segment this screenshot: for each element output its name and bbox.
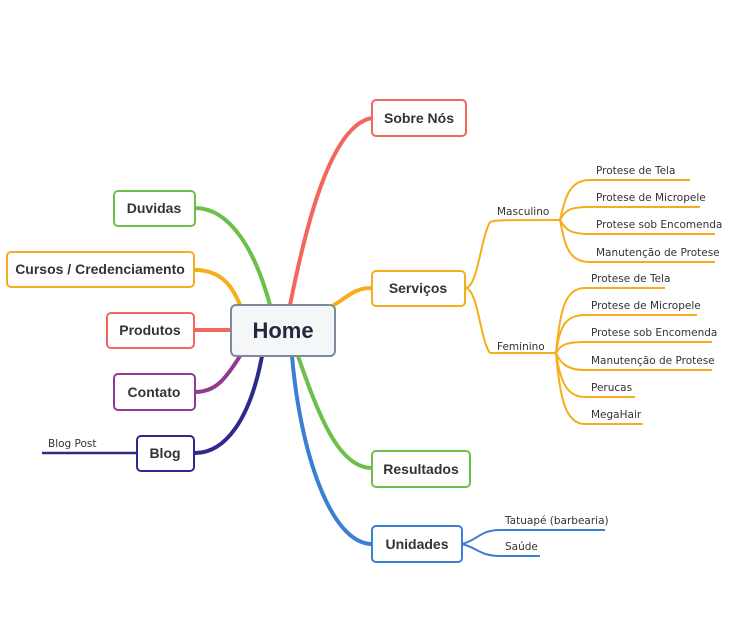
leaf-masc-4[interactable]: Manutenção de Protese bbox=[596, 247, 720, 259]
label-masculino[interactable]: Masculino bbox=[497, 206, 549, 218]
leaf-masc-1[interactable]: Protese de Tela bbox=[596, 165, 675, 177]
connector-masculino bbox=[489, 219, 561, 223]
connector-resultados bbox=[296, 354, 374, 470]
connector-unid-2 bbox=[461, 543, 540, 557]
node-blog-label: Blog bbox=[149, 445, 180, 461]
connector-servicos-hub bbox=[464, 221, 491, 289]
leaf-unid-1[interactable]: Tatuapé (barbearia) bbox=[504, 515, 609, 527]
leaf-fem-2[interactable]: Protese de Micropele bbox=[591, 300, 701, 312]
leaf-unid-2[interactable]: Saúde bbox=[505, 541, 538, 553]
root-node[interactable] bbox=[230, 304, 336, 357]
leaf-fem-5[interactable]: Perucas bbox=[591, 382, 632, 394]
connector-servicos bbox=[332, 286, 374, 307]
node-duvidas[interactable] bbox=[113, 190, 196, 227]
node-contato-label: Contato bbox=[128, 384, 181, 400]
connector-cursos bbox=[193, 268, 242, 307]
node-servicos-label: Serviços bbox=[389, 280, 448, 296]
connector-masc-3 bbox=[559, 219, 715, 235]
node-sobre-label: Sobre Nós bbox=[384, 110, 454, 126]
node-servicos[interactable] bbox=[371, 270, 466, 307]
node-cursos-label: Cursos / Credenciamento bbox=[15, 261, 185, 277]
leaf-fem-4[interactable]: Manutenção de Protese bbox=[591, 355, 715, 367]
leaf-fem-6[interactable]: MegaHair bbox=[591, 409, 642, 421]
node-unidades[interactable] bbox=[371, 525, 463, 563]
node-produtos-label: Produtos bbox=[119, 322, 181, 338]
node-unidades-label: Unidades bbox=[385, 536, 448, 552]
connector-masc-4 bbox=[559, 219, 715, 263]
connector-blog bbox=[193, 354, 264, 455]
node-produtos[interactable] bbox=[106, 312, 195, 349]
connector-duvidas bbox=[193, 206, 272, 307]
connector-unidades bbox=[290, 354, 374, 546]
node-sobre[interactable] bbox=[371, 99, 467, 137]
connector-masc-2 bbox=[559, 206, 700, 221]
connector-unid-1 bbox=[461, 529, 605, 545]
node-resultados[interactable] bbox=[371, 450, 471, 488]
connector-fem-3 bbox=[555, 341, 712, 354]
label-feminino[interactable]: Feminino bbox=[497, 341, 545, 353]
leaf-masc-2[interactable]: Protese de Micropele bbox=[596, 192, 706, 204]
leaf-blog-post[interactable]: Blog Post bbox=[48, 438, 97, 450]
leaf-masc-3[interactable]: Protese sob Encomenda bbox=[596, 219, 722, 231]
connector-servicos-hub-2 bbox=[464, 287, 491, 354]
node-contato[interactable] bbox=[113, 373, 196, 411]
connector-fem-2 bbox=[555, 314, 697, 354]
connector-masc-1 bbox=[559, 179, 690, 221]
leaf-fem-3[interactable]: Protese sob Encomenda bbox=[591, 327, 717, 339]
connector-contato bbox=[193, 354, 242, 394]
connector-sobre bbox=[288, 116, 374, 307]
root-label: Home bbox=[252, 318, 313, 343]
leaf-fem-1[interactable]: Protese de Tela bbox=[591, 273, 670, 285]
connector-fem-1 bbox=[555, 287, 665, 354]
node-resultados-label: Resultados bbox=[383, 461, 459, 477]
node-duvidas-label: Duvidas bbox=[127, 200, 182, 216]
node-cursos[interactable] bbox=[6, 251, 195, 288]
connector-fem-6 bbox=[555, 352, 643, 425]
node-blog[interactable] bbox=[136, 435, 195, 472]
